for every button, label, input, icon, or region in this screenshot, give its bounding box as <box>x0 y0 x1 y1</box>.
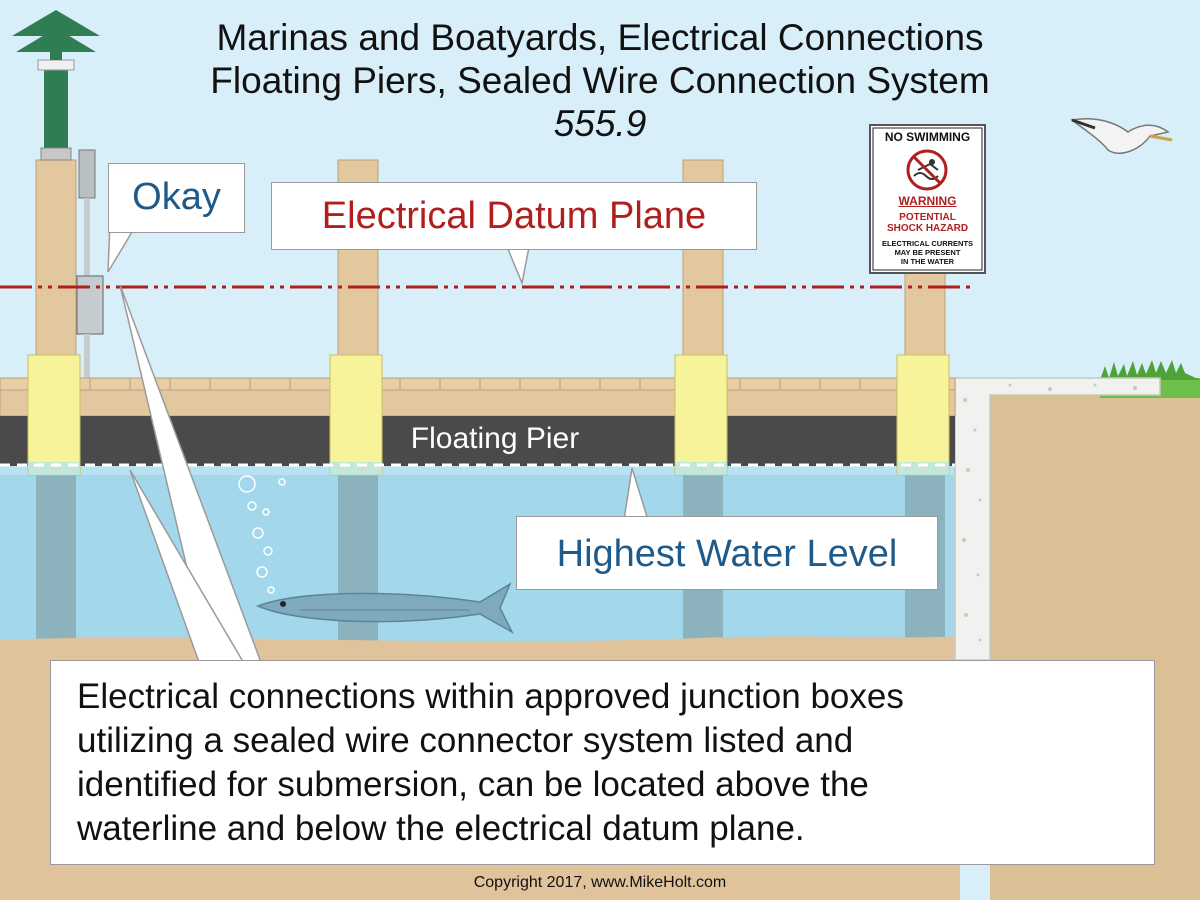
warning-sign <box>869 124 986 274</box>
sign-note-1: ELECTRICAL CURRENTS <box>881 239 974 248</box>
no-swimming-icon <box>906 149 948 191</box>
pelican-bird <box>1070 118 1173 154</box>
deck-plank-lines <box>29 378 861 390</box>
section-number: 555.9 <box>553 103 647 144</box>
description-line-1: Electrical connections within approved j… <box>77 677 904 716</box>
datum-plane-callout: Electrical Datum Plane <box>271 182 757 250</box>
description-line-3: identified for submersion, can be locate… <box>77 765 869 804</box>
description-line-4: waterline and below the electrical datum… <box>77 809 805 848</box>
title-line-2: Floating Piers, Sealed Wire Connection S… <box>210 60 990 101</box>
description-line-2: utilizing a sealed wire connector system… <box>77 721 854 760</box>
barracuda-fish <box>255 582 514 634</box>
datum-plane-label: Electrical Datum Plane <box>321 195 707 237</box>
floating-pier-label: Floating Pier <box>410 422 580 455</box>
sign-note-2: MAY BE PRESENT <box>894 248 961 257</box>
water-surface <box>0 465 955 475</box>
highest-water-callout: Highest Water Level <box>516 516 938 590</box>
highest-water-label: Highest Water Level <box>556 533 898 575</box>
lamp-post <box>12 10 100 161</box>
sign-warning: WARNING <box>898 194 957 208</box>
title-line-1: Marinas and Boatyards, Electrical Connec… <box>216 17 984 58</box>
grass-blades <box>1100 360 1200 380</box>
sign-heading: NO SWIMMING <box>884 130 971 144</box>
description-text: Electrical connections within approved j… <box>77 675 904 851</box>
sign-hazard-2: SHOCK HAZARD <box>886 223 969 234</box>
okay-label: Okay <box>132 176 221 218</box>
description-callout: Electrical connections within approved j… <box>50 660 1155 865</box>
seawall-texture <box>962 383 1137 642</box>
sign-note-3: IN THE WATER <box>900 257 955 266</box>
sign-hazard-1: POTENTIAL <box>899 212 956 223</box>
copyright: Copyright 2017, www.MikeHolt.com <box>473 874 727 891</box>
okay-callout: Okay <box>108 163 245 233</box>
bubbles <box>238 475 286 594</box>
